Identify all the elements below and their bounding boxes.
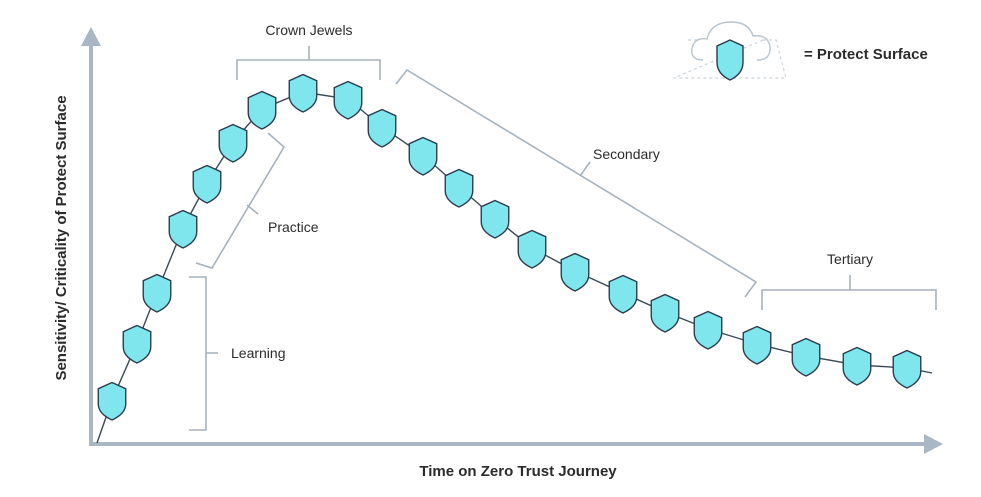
shield-icon xyxy=(608,274,638,314)
shield-icon xyxy=(791,337,821,377)
cloud-outline xyxy=(691,21,771,61)
y-axis-label: Sensitivity/ Criticality of Protect Surf… xyxy=(53,95,70,380)
legend-shield xyxy=(716,39,744,81)
secondary-bracket xyxy=(395,68,758,298)
shield-icon xyxy=(192,164,222,204)
shield-icon xyxy=(333,80,363,120)
learning-bracket xyxy=(189,276,218,431)
shield-icon xyxy=(842,346,872,386)
shield-icon xyxy=(97,381,127,421)
legend-text: = Protect Surface xyxy=(804,46,928,63)
secondary-label: Secondary xyxy=(593,146,660,162)
shield-icon xyxy=(367,108,397,148)
learning-label: Learning xyxy=(231,345,286,361)
legend: = Protect Surface xyxy=(673,21,928,81)
tertiary-bracket xyxy=(761,275,937,310)
shield-icon xyxy=(408,136,438,176)
shield-icon xyxy=(742,325,772,365)
shield-icon xyxy=(168,209,198,249)
brackets xyxy=(189,46,937,431)
shield-icon xyxy=(517,229,547,269)
shield-icon xyxy=(218,123,248,163)
shield-icon xyxy=(142,273,172,313)
crown-jewels-bracket xyxy=(236,46,381,80)
protect-surface-shields xyxy=(97,73,922,421)
shield-icon xyxy=(122,324,152,364)
x-axis-label: Time on Zero Trust Journey xyxy=(419,463,617,480)
practice-bracket xyxy=(195,132,286,269)
tertiary-label: Tertiary xyxy=(827,251,873,267)
y-axis-arrow xyxy=(81,27,101,46)
cloud-shield-icon xyxy=(673,21,787,81)
shield-icon xyxy=(560,252,590,292)
practice-label: Practice xyxy=(268,219,319,235)
shield-icon xyxy=(892,349,922,389)
crown-jewels-label: Crown Jewels xyxy=(265,22,352,38)
shield-icon xyxy=(693,310,723,350)
shield-icon xyxy=(480,199,510,239)
shield-icon xyxy=(288,73,318,113)
shield-icon xyxy=(650,293,680,333)
shield-icon xyxy=(247,90,277,130)
axes xyxy=(81,27,943,454)
legend-dashed-frame xyxy=(673,39,787,79)
x-axis-arrow xyxy=(924,434,943,454)
shield-icon xyxy=(444,168,474,208)
